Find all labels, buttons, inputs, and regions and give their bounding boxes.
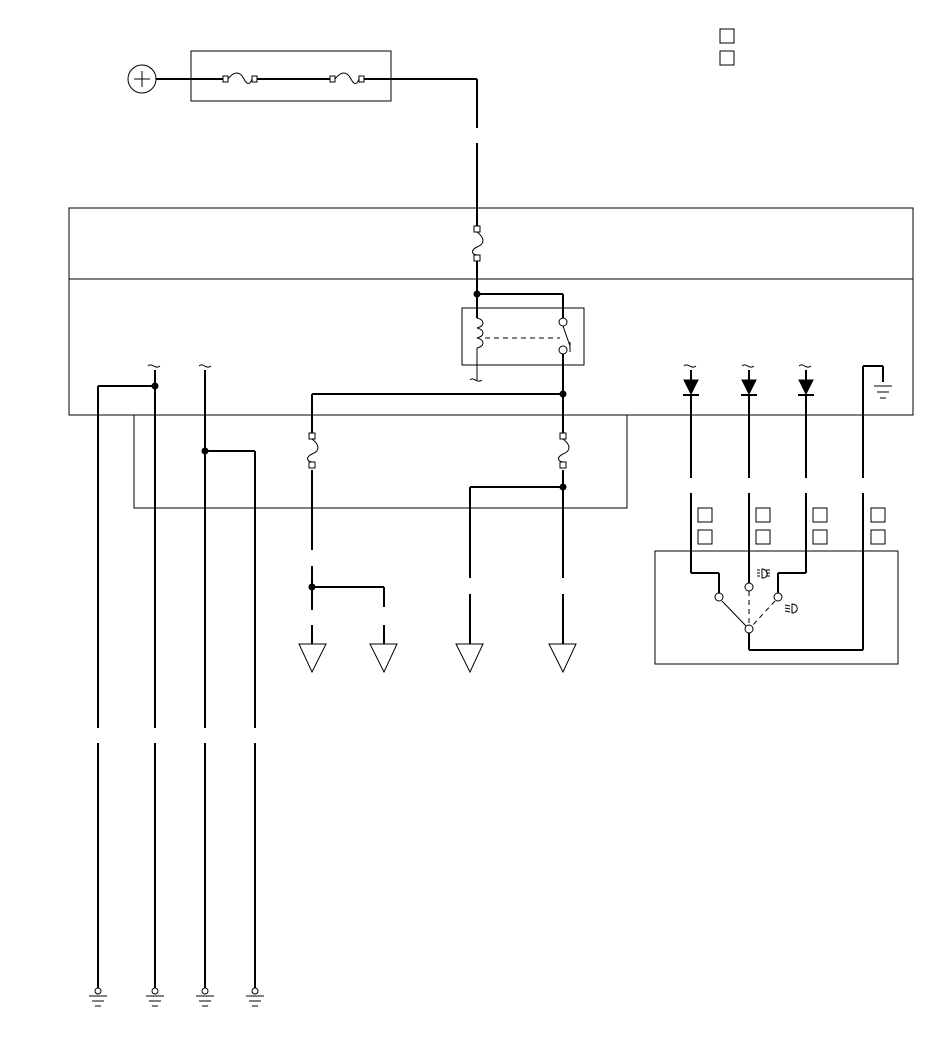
wire-junction [151, 382, 159, 390]
diode-icon [683, 379, 699, 396]
fuse-icon [472, 225, 484, 262]
diode-branch [741, 364, 757, 478]
junction-box [68, 207, 914, 416]
lower-connector-wires [311, 566, 564, 644]
triangle-connector-icon [455, 643, 484, 674]
legend-square [719, 50, 735, 66]
switch-contacts [691, 572, 863, 651]
ground-icon [246, 987, 264, 1007]
ground-icon [196, 987, 214, 1007]
triangle-connector-icon [548, 643, 577, 674]
low-beam-icon [784, 603, 798, 614]
wire-junction [308, 583, 316, 591]
power-source [127, 64, 157, 94]
fuse-box-top [190, 50, 392, 102]
wire-junction [473, 290, 481, 298]
diode-icon [741, 379, 757, 396]
wire-junction [559, 483, 567, 491]
ground-icon [89, 987, 107, 1007]
fuse-icon [329, 72, 365, 84]
diode-icon [798, 379, 814, 396]
switch-input-wires [690, 493, 864, 650]
bottom-wires [97, 743, 256, 988]
relay-contact [477, 293, 571, 394]
triangle-connector-icon [298, 643, 327, 674]
legend-square [719, 28, 735, 44]
fuse-sub-box [133, 414, 628, 509]
fuse-icon [307, 432, 319, 469]
ground-icon [874, 385, 892, 399]
fuse-icon [222, 72, 258, 84]
connector-pins [697, 507, 886, 545]
headlight-switch-icon [654, 550, 899, 665]
relay-coil [469, 294, 484, 382]
center-bus-wires [311, 393, 564, 578]
fuse-icon [558, 432, 570, 469]
relay-icon [461, 307, 585, 366]
diode-branch [798, 364, 814, 478]
high-beam-icon [757, 568, 770, 579]
ground-branch [862, 365, 892, 478]
left-bus-wires [97, 364, 256, 728]
wire-junction [201, 447, 209, 455]
power-feed-wire [156, 78, 478, 226]
wire-junction [559, 390, 567, 398]
ground-icon [146, 987, 164, 1007]
diode-branch [683, 364, 699, 478]
triangle-connector-icon [369, 643, 398, 674]
